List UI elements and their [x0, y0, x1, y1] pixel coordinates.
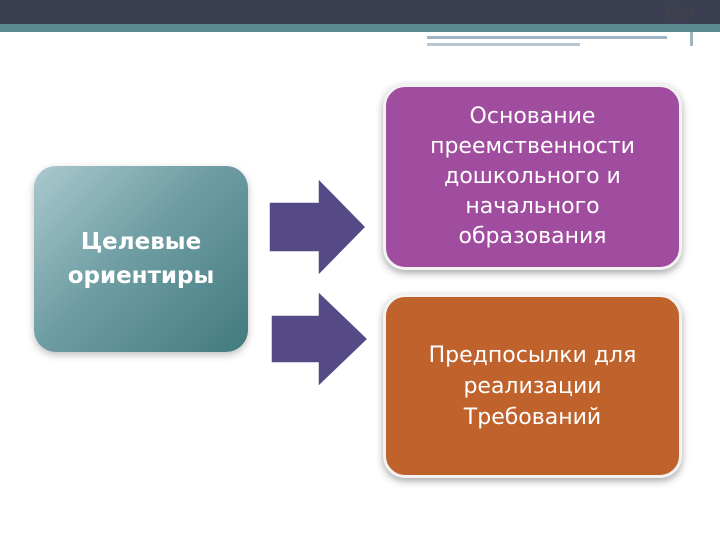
- arrow-right-icon: [268, 176, 368, 278]
- source-box-label: Целевые ориентиры: [67, 229, 215, 289]
- target-box-label: Основание преемственности дошкольного и …: [430, 104, 635, 249]
- decorative-line: [427, 43, 580, 46]
- header-bar: [0, 0, 720, 24]
- arrow-right-icon: [270, 289, 370, 389]
- target-box-continuity: Основание преемственности дошкольного и …: [383, 84, 682, 270]
- source-box: Целевые ориентиры: [34, 166, 248, 352]
- target-box-prerequisites: Предпосылки для реализации Требований: [383, 294, 682, 478]
- page-number: 129: [663, 3, 694, 22]
- decorative-line: [690, 32, 693, 46]
- decorative-line: [427, 36, 667, 39]
- header-accent-bar: [0, 24, 720, 32]
- target-box-label: Предпосылки для реализации Требований: [428, 342, 637, 430]
